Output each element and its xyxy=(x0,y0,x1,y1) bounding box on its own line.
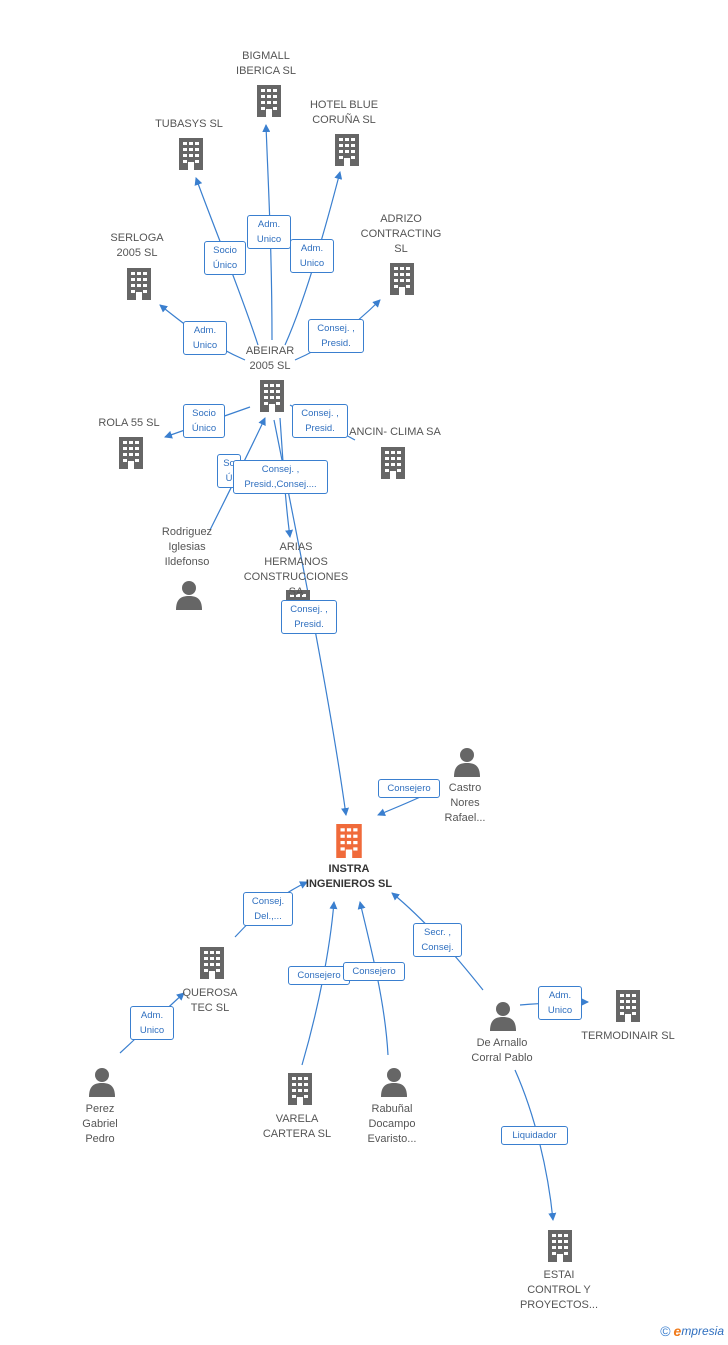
building-icon xyxy=(260,380,284,412)
person-icon xyxy=(176,581,202,610)
building-icon xyxy=(257,85,281,117)
person-icon xyxy=(490,1002,516,1031)
edge-label-secr-consej[interactable]: Secr. , Consej. xyxy=(413,923,462,957)
edge-label-liquidador[interactable]: Liquidador xyxy=(501,1126,568,1145)
edge-label-consej-presid[interactable]: Consej. , Presid. xyxy=(281,600,337,634)
building-icon xyxy=(288,1073,312,1105)
node-label-varela[interactable]: VARELA CARTERA SL xyxy=(262,1113,332,1140)
node-label-bigmall[interactable]: BIGMALL IBERICA SL xyxy=(236,50,296,77)
edge-label-consej-presid-consej[interactable]: Consej. , Presid.,Consej.... xyxy=(233,460,328,494)
node-label-dearnallo[interactable]: De Arnallo Corral Pablo xyxy=(471,1037,533,1064)
edge-label-consejero[interactable]: Consejero xyxy=(288,966,350,985)
node-label-querosa[interactable]: QUEROSA TEC SL xyxy=(182,987,238,1014)
building-icon xyxy=(390,263,414,295)
node-label-instra[interactable]: INSTRA INGENIEROS SL xyxy=(305,863,393,890)
building-icon xyxy=(616,990,640,1022)
brand-initial: e xyxy=(673,1323,682,1339)
edge-label-consejero[interactable]: Consejero xyxy=(343,962,405,981)
edge-label-socio-unico[interactable]: Socio Único xyxy=(204,241,246,275)
copyright-icon: © xyxy=(660,1323,671,1339)
edge-label-adm-unico[interactable]: Adm. Unico xyxy=(290,239,334,273)
node-label-adrizo[interactable]: ADRIZO CONTRACTING SL xyxy=(360,213,442,255)
edge-label-consej-del[interactable]: Consej. Del.,... xyxy=(243,892,293,926)
edge-label-adm-unico[interactable]: Adm. Unico xyxy=(130,1006,174,1040)
node-label-rodriguez[interactable]: Rodriguez Iglesias Ildefonso xyxy=(161,526,213,568)
person-icon xyxy=(89,1068,115,1097)
building-icon xyxy=(335,134,359,166)
node-label-ancin[interactable]: ANCIN- CLIMA SA xyxy=(349,426,441,438)
edge-label-adm-unico[interactable]: Adm. Unico xyxy=(183,321,227,355)
node-label-abeirar[interactable]: ABEIRAR 2005 SL xyxy=(245,345,295,372)
edge-dearnallo-estai xyxy=(514,1069,557,1221)
edge-label-consejero[interactable]: Consejero xyxy=(378,779,440,798)
node-label-arias[interactable]: ARIAS HERMANOS CONSTRUCCIONES SA xyxy=(243,541,349,598)
node-label-rola[interactable]: ROLA 55 SL xyxy=(98,417,160,429)
node-label-rabunal[interactable]: Rabuñal Docampo Evaristo... xyxy=(367,1103,417,1145)
node-label-castro[interactable]: Castro Nores Rafael... xyxy=(444,782,486,824)
node-label-termodinair[interactable]: TERMODINAIR SL xyxy=(581,1030,675,1042)
center-building-icon xyxy=(336,824,362,858)
node-label-tubasys[interactable]: TUBASYS SL xyxy=(155,118,223,130)
edge-label-consej-presid[interactable]: Consej. , Presid. xyxy=(292,404,348,438)
building-icon xyxy=(200,947,224,979)
node-label-perez[interactable]: Perez Gabriel Pedro xyxy=(82,1103,118,1145)
person-icon xyxy=(381,1068,407,1097)
person-icon xyxy=(454,748,480,777)
node-label-estai[interactable]: ESTAI CONTROL Y PROYECTOS... xyxy=(519,1269,599,1311)
edge-label-adm-unico[interactable]: Adm. Unico xyxy=(247,215,291,249)
edge-label-adm-unico[interactable]: Adm. Unico xyxy=(538,986,582,1020)
node-label-serloga[interactable]: SERLOGA 2005 SL xyxy=(110,232,164,259)
edge-label-socio-unico[interactable]: Socio Único xyxy=(183,404,225,438)
brand-name: mpresia xyxy=(681,1324,724,1338)
edge-label-consej-presid[interactable]: Consej. , Presid. xyxy=(308,319,364,353)
building-icon xyxy=(381,447,405,479)
building-icon xyxy=(548,1230,572,1262)
building-icon xyxy=(119,437,143,469)
building-icon xyxy=(179,138,203,170)
building-icon xyxy=(127,268,151,300)
node-label-hotelblue[interactable]: HOTEL BLUE CORUÑA SL xyxy=(309,99,379,126)
